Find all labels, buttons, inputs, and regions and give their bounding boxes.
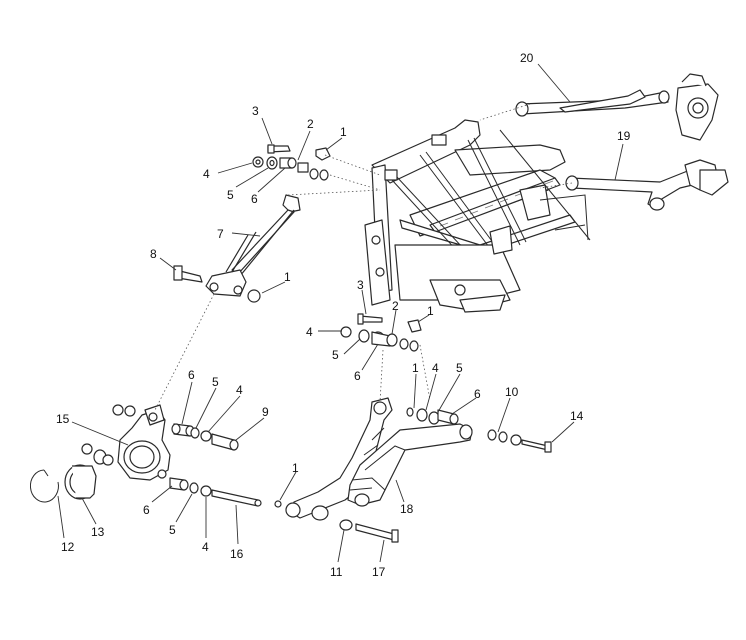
callout-4: 4 <box>432 361 439 375</box>
callout-13: 13 <box>91 525 105 539</box>
callout-3: 3 <box>252 104 259 118</box>
arm-hardware <box>274 407 552 543</box>
callout-5: 5 <box>227 188 234 202</box>
callout-1: 1 <box>340 125 347 139</box>
upper-control-arm-20 <box>515 73 719 141</box>
callout-17: 17 <box>372 565 386 579</box>
callout-6: 6 <box>474 387 481 401</box>
callout-5: 5 <box>456 361 463 375</box>
callout-5: 5 <box>332 348 339 362</box>
callout-11: 11 <box>330 565 343 579</box>
callout-labels: 20 19 3 2 1 4 5 6 7 8 1 3 2 1 4 5 6 6 5 … <box>56 51 631 579</box>
callout-2: 2 <box>392 299 399 313</box>
callout-2: 2 <box>307 117 314 131</box>
callout-6: 6 <box>251 192 258 206</box>
callout-15: 15 <box>56 412 70 426</box>
tie-rod-7 <box>173 194 301 303</box>
callout-1: 1 <box>412 361 419 375</box>
lower-control-arm-19 <box>565 159 729 211</box>
callout-4: 4 <box>203 167 210 181</box>
callout-8: 8 <box>150 247 157 261</box>
callout-20: 20 <box>520 51 534 65</box>
callout-3: 3 <box>357 278 364 292</box>
upper-hardware-stack <box>252 144 331 181</box>
callout-1: 1 <box>292 461 299 475</box>
alignment-lines <box>154 103 573 411</box>
callout-16: 16 <box>230 547 244 561</box>
leader-lines <box>57 63 624 563</box>
callout-4: 4 <box>306 325 313 339</box>
callout-1: 1 <box>284 270 291 284</box>
vehicle-frame <box>364 119 591 313</box>
middle-hardware-stack <box>340 313 422 352</box>
knuckle-assembly <box>30 404 171 503</box>
trailing-arm-18 <box>285 397 473 521</box>
callout-6: 6 <box>188 368 195 382</box>
callout-5: 5 <box>212 375 219 389</box>
callout-12: 12 <box>61 540 75 554</box>
knuckle-hardware <box>169 423 262 507</box>
callout-4: 4 <box>236 383 243 397</box>
callout-6: 6 <box>143 503 150 517</box>
callout-1: 1 <box>427 304 434 318</box>
callout-7: 7 <box>217 227 224 241</box>
callout-10: 10 <box>505 385 519 399</box>
callout-14: 14 <box>570 409 584 423</box>
callout-5: 5 <box>169 523 176 537</box>
callout-18: 18 <box>400 502 414 516</box>
callout-19: 19 <box>617 129 631 143</box>
callout-6: 6 <box>354 369 361 383</box>
callout-4: 4 <box>202 540 209 554</box>
callout-9: 9 <box>262 405 269 419</box>
